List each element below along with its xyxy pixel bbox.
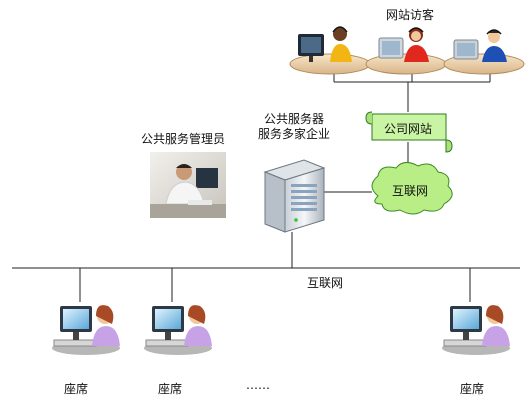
visitor-workstation-2 [365,27,447,75]
connector-lines [12,72,520,302]
company-site-banner [365,111,453,153]
internet-cloud-label: 互联网 [392,184,429,198]
server-label-line2: 服务多家企业 [257,127,330,141]
agent-label-3: 座席 [460,382,485,396]
agent-workstation-3 [442,305,510,355]
internet-cloud-icon [371,162,453,215]
agent-workstation-1 [52,305,120,355]
admin-label: 公共服务管理员 [141,132,226,146]
agent-label-1: 座席 [64,382,89,396]
bus-label: 互联网 [307,276,344,290]
server-label-line1: 公共服务器 [263,112,324,126]
agents-ellipsis: …… [246,378,270,392]
visitor-workstation-1 [289,26,371,75]
agent-workstation-2 [144,305,212,355]
visitors-label: 网站访客 [386,8,435,22]
company-site-label: 公司网站 [384,122,433,136]
admin-photo [150,152,226,218]
visitor-workstation-3 [443,29,525,75]
agent-label-2: 座席 [158,382,183,396]
server-tower-icon [263,159,326,233]
server-label: 公共服务器 服务多家企业 [244,112,344,142]
